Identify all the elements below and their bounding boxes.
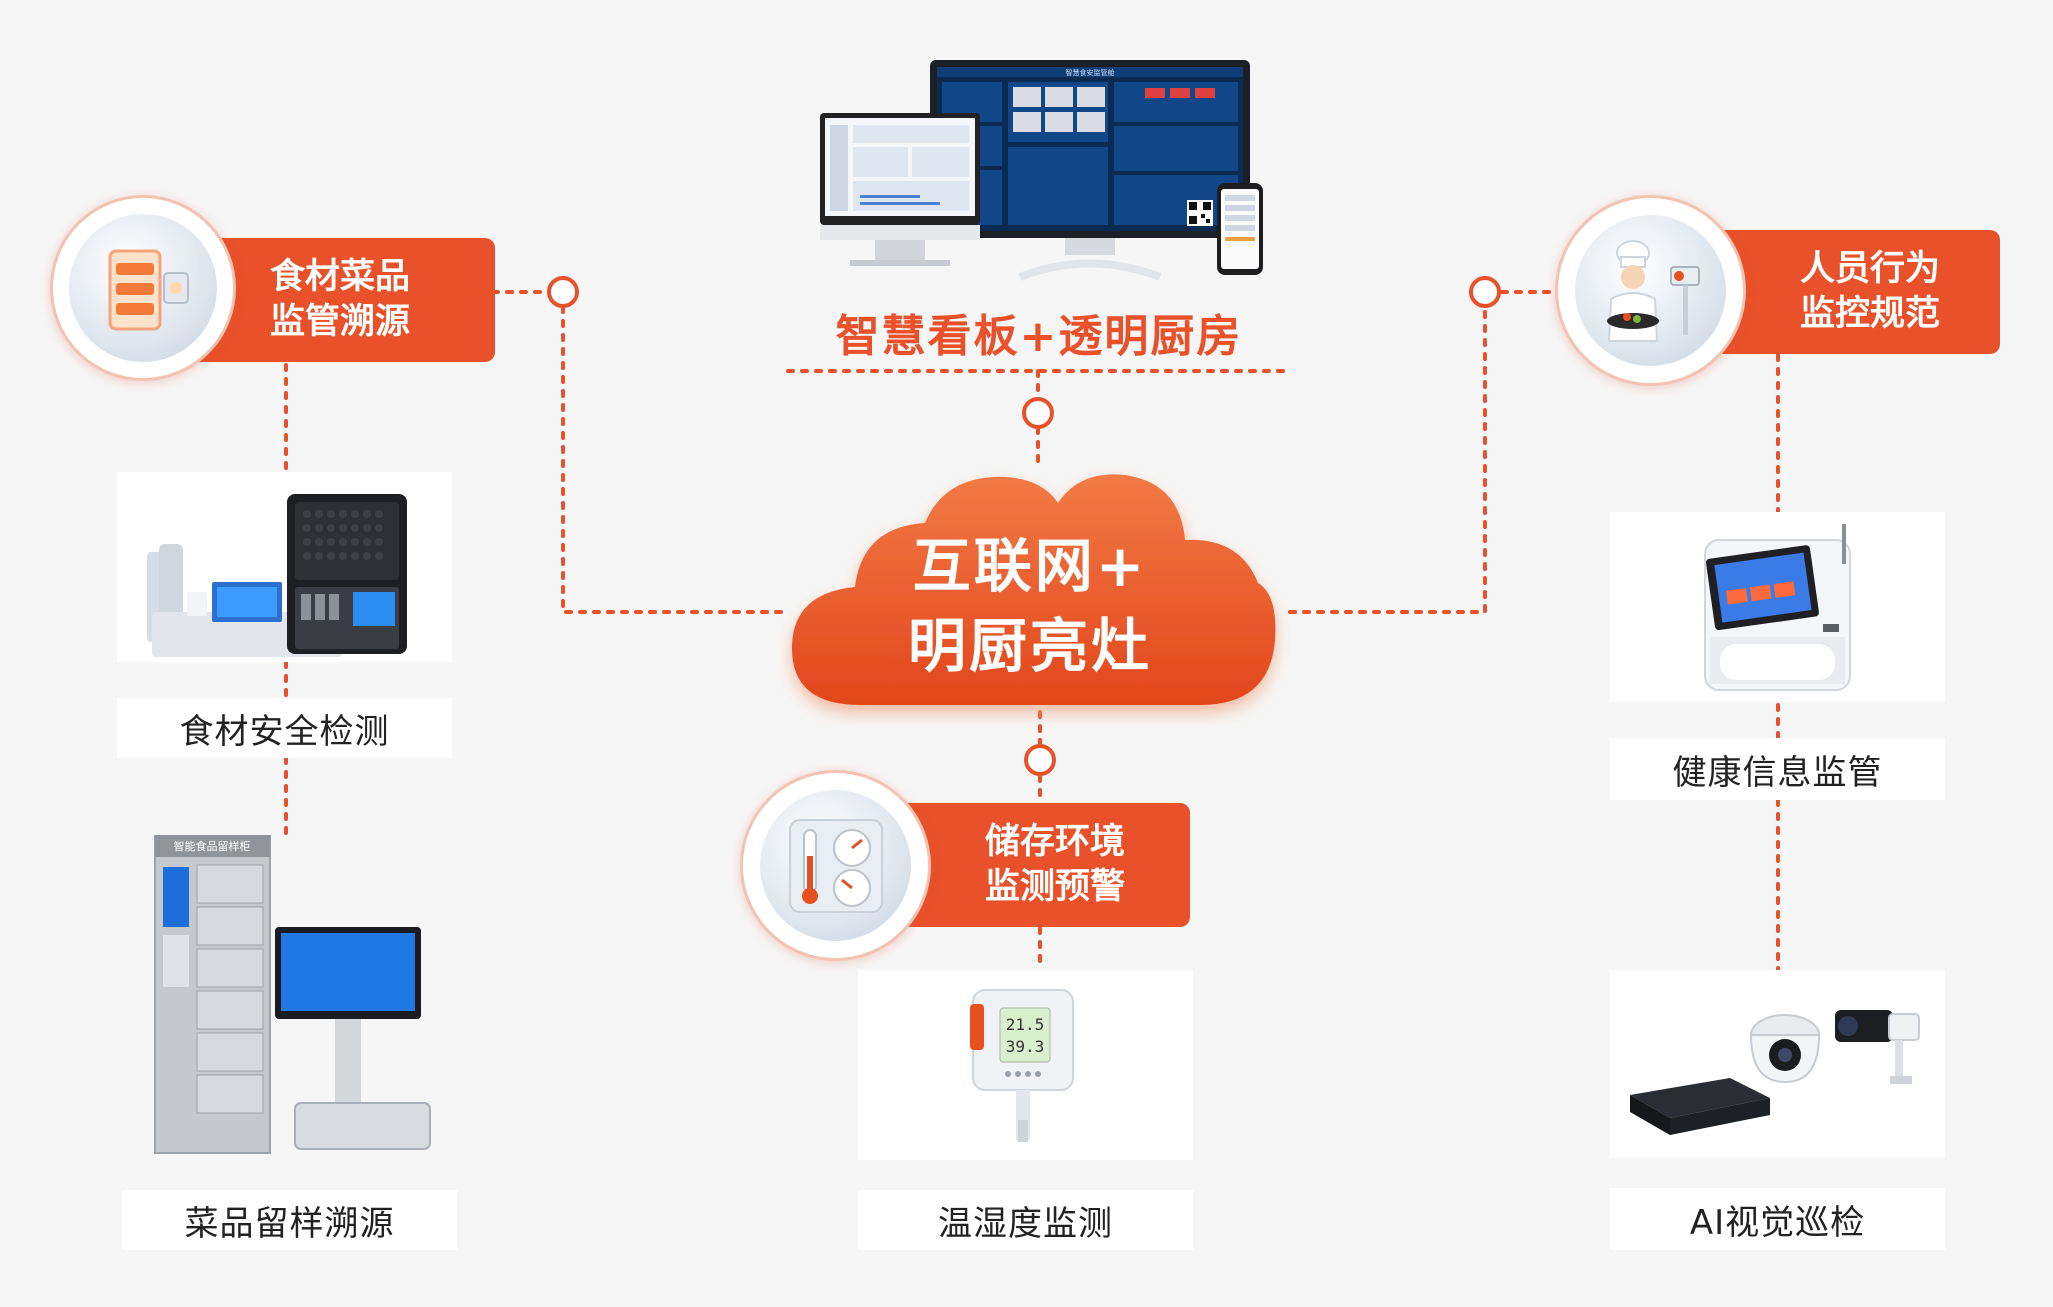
cloud-title-line2: 明厨亮灶 <box>907 612 1152 680</box>
feature-food-trace-bar: 食材菜品 监管溯源 <box>190 238 495 362</box>
ai-camera-image <box>1630 1010 1920 1135</box>
cloud-hub <box>770 465 1290 735</box>
cabinet-sign-text: 智能食品留样柜 <box>174 839 251 853</box>
sensor-humidity-reading: 39.3 <box>1006 1037 1045 1056</box>
dashboard-illustration: 智慧食安监管舱 <box>815 55 1265 295</box>
node-left <box>547 276 579 308</box>
food-test-kit-image <box>147 494 407 657</box>
dashboard-title: 智慧看板+透明厨房 <box>835 311 1243 362</box>
device-card-health-info <box>1610 512 1945 702</box>
node-right <box>1469 276 1501 308</box>
feature-storage-env-line1: 储存环境 <box>985 822 1126 862</box>
temp-humidity-sensor-image: 21.5 39.3 <box>970 989 1074 1142</box>
thermometer-gauge-icon <box>740 770 931 961</box>
label-ai-inspection: AI视觉巡检 <box>1610 1188 1945 1250</box>
chef-camera-icon <box>1555 195 1746 386</box>
food-tray-icon <box>50 195 236 381</box>
feature-staff-behavior-line2: 监控规范 <box>1800 294 1941 334</box>
feature-storage-env-bar: 储存环境 监测预警 <box>880 803 1190 927</box>
feature-food-trace-line2: 监管溯源 <box>270 302 411 342</box>
feature-staff-behavior: 人员行为 监控规范 <box>1555 195 2000 390</box>
label-sample-trace: 菜品留样溯源 <box>122 1190 457 1250</box>
dashboard-header-text: 智慧食安监管舱 <box>1066 68 1115 77</box>
cloud-title-line1: 互联网+ <box>912 532 1148 600</box>
label-food-safety-test: 食材安全检测 <box>117 698 452 758</box>
feature-storage-env: 储存环境 监测预警 <box>740 770 1190 961</box>
device-card-food-test <box>117 472 452 662</box>
sensor-temp-reading: 21.5 <box>1006 1015 1045 1034</box>
feature-food-trace: 食材菜品 监管溯源 <box>50 195 495 390</box>
label-health-info: 健康信息监管 <box>1610 738 1945 800</box>
feature-storage-env-line2: 监测预警 <box>985 867 1126 907</box>
health-terminal-image <box>1704 524 1851 691</box>
feature-food-trace-line1: 食材菜品 <box>270 257 411 297</box>
device-card-ai-vision <box>1610 970 1945 1158</box>
node-bottom <box>1024 744 1056 776</box>
node-top <box>1022 397 1054 429</box>
label-temp-humidity: 温湿度监测 <box>858 1190 1193 1250</box>
feature-staff-behavior-line1: 人员行为 <box>1800 249 1941 289</box>
device-card-temp-humidity: 21.5 39.3 <box>858 970 1193 1160</box>
sample-cabinet-image: 智能食品留样柜 <box>145 834 435 1160</box>
